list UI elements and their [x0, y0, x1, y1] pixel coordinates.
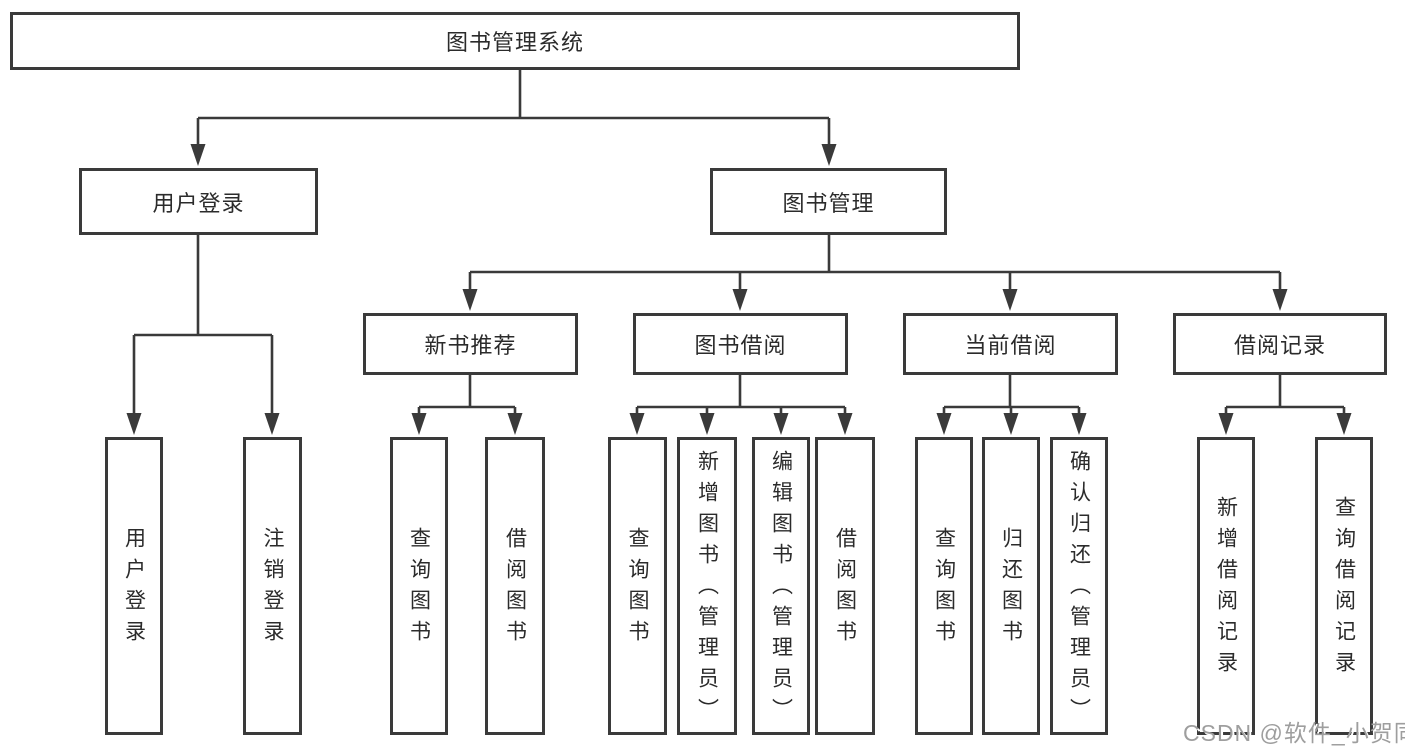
node-current-borrow: 当前借阅: [903, 313, 1118, 375]
leaf-borrow-query-book: 查询图书: [608, 437, 667, 735]
leaf-borrow-borrow-book: 借阅图书: [815, 437, 875, 735]
leaf-newbook-query-book: 查询图书: [390, 437, 448, 735]
node-book-management: 图书管理: [710, 168, 947, 235]
connector-stems: [132, 70, 1346, 417]
leaf-current-query-book: 查询图书: [915, 437, 973, 735]
leaf-current-return-book: 归还图书: [982, 437, 1040, 735]
leaf-record-add-record: 新增借阅记录: [1197, 437, 1255, 735]
leaf-logout: 注销登录: [243, 437, 302, 735]
csdn-watermark: CSDN @软件_小贺同学: [1183, 720, 1405, 746]
leaf-record-query-record: 查询借阅记录: [1315, 437, 1373, 735]
leaf-newbook-borrow-book: 借阅图书: [485, 437, 545, 735]
leaf-borrow-add-book-admin: 新增图书（管理员）: [677, 437, 737, 735]
node-root-system: 图书管理系统: [10, 12, 1020, 70]
leaf-user-login: 用户登录: [105, 437, 163, 735]
node-book-borrow: 图书借阅: [633, 313, 848, 375]
node-borrow-record: 借阅记录: [1173, 313, 1387, 375]
node-user-login: 用户登录: [79, 168, 318, 235]
node-new-book-recommend: 新书推荐: [363, 313, 578, 375]
arrowheads: [126, 144, 1352, 435]
leaf-borrow-edit-book-admin: 编辑图书（管理员）: [752, 437, 810, 735]
leaf-current-confirm-return-admin: 确认归还（管理员）: [1050, 437, 1108, 735]
